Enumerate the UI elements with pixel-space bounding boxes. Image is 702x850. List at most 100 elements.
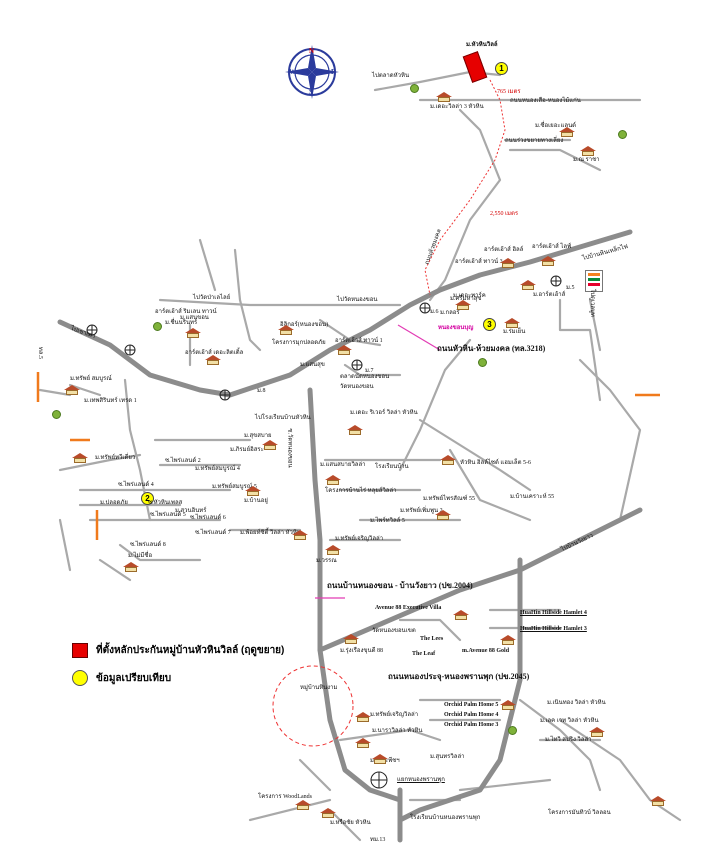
compass-rose <box>285 45 339 99</box>
label-village-68: ม.รุ่งเรืองขุนดี 88 <box>340 648 384 654</box>
label-orchid-5: Orchid Palm Home 5 <box>444 702 499 708</box>
marker-2[interactable]: 2 <box>141 492 154 505</box>
village-icon <box>343 634 359 644</box>
village-icon <box>500 635 516 645</box>
hq-label: ม.หัวหินวิลล์ <box>466 42 498 48</box>
legend-comparison-label: ข้อมูลเปรียบเทียบ <box>96 672 172 684</box>
village-icon <box>295 800 311 810</box>
legend-yellow-dot-icon <box>72 670 88 686</box>
label-village-37: ม.ภิรมย์อิสระ <box>230 447 264 453</box>
label-orchid-4: Orchid Palm Home 4 <box>444 712 499 718</box>
label-village-32: ม.ทรัพย์ สมบูรณ์ <box>70 376 112 382</box>
label-village-6: อาร์ตเฮ้าส์ ฮิลล์ <box>484 247 524 253</box>
legend-headquarters-label: ที่ตั้งหลักประกันหมู่บ้านหัวหินวิลล์ (ฤด… <box>96 645 285 656</box>
label-village-60: ม.ทรัพย์เจริญวิลล่า <box>335 536 384 542</box>
label-village-21: อาร์ตเฮ้าส์ เดอะลิตเติ้ล <box>185 350 244 356</box>
distance-1: 765 เมตร <box>497 89 521 95</box>
label-to-watpalelai: ไปวัดป่าเลไลย์ <box>193 295 231 301</box>
label-village-84: ม.หรือชัย หัวหิน <box>330 820 371 826</box>
label-avenue88-gold: m.Avenue 88 Gold <box>462 648 510 654</box>
distance-2: 2,550 เมตร <box>490 211 519 217</box>
village-icon <box>440 455 456 465</box>
label-village-59: ม.ไพร์ทวิลล์ 5 <box>370 518 405 524</box>
village-icon <box>580 146 596 156</box>
village-icon <box>205 355 221 365</box>
label-village-26: ม.แสนสุข <box>300 362 325 368</box>
label-village-71: หมู่บ้านหินงาม <box>300 685 338 691</box>
label-village-3: ม.ซื่อเยอะแลนด์ <box>535 123 577 129</box>
label-village-49: ม.พ้อยท์ซิตี้ วิลล่า หัวหิน <box>240 530 301 536</box>
label-village-79: ม.ไทวิ สปริง วิลล่า <box>545 737 592 743</box>
label-soi-5: ซ.ไพร่แลนด์ 5 <box>150 512 186 518</box>
label-village-41: ม.สวนอินทร์ <box>175 508 207 514</box>
marker-3[interactable]: 3 <box>483 318 496 331</box>
label-soi-7: ซ.ไพร่แลนด์ 7 <box>195 530 231 536</box>
village-icon <box>325 475 341 485</box>
marker-1[interactable]: 1 <box>495 62 508 75</box>
label-soi-8: ซ.ไพร่แลนด์ 8 <box>130 542 166 548</box>
label-village-12: ม.ร่มเย็น <box>503 329 526 335</box>
village-icon <box>435 510 451 520</box>
village-icon <box>559 127 575 137</box>
tree-icon <box>52 410 61 419</box>
tree-icon <box>618 130 627 139</box>
road-2004-label: ถนนบ้านหนองขอน - บ้านวังยาว (ปข.2004) <box>327 581 473 590</box>
label-orchid-3: Orchid Palm Home 3 <box>444 722 499 728</box>
village-icon <box>504 318 520 328</box>
label-village-81: ม.สุนทรวิลล่า <box>430 754 465 760</box>
tree-icon <box>153 322 162 331</box>
road-2045-label: ถนนหนองประจุ-หนองพรานพุก (ปข.2045) <box>388 672 530 681</box>
label-village-10: ม.อาร์ตเฮ้าส์ <box>533 292 566 298</box>
label-to-watnongkhon: ไปวัดหนองขอน <box>337 297 378 303</box>
label-village-55: หัวหิน ฮิลล์ไซด์ แฮมเล็ต 5-6 <box>460 460 531 466</box>
village-icon <box>72 453 88 463</box>
label-village-50: ม.ไม่มีชื่อ <box>128 553 153 559</box>
village-icon <box>500 700 516 710</box>
tree-icon <box>478 358 487 367</box>
village-icon <box>64 385 80 395</box>
label-village-8: อาร์ตเฮ้าส์ ทาวน์ 3 <box>455 259 503 265</box>
village-icon <box>325 545 341 555</box>
label-village-33: ม.เทพสิรินทร์ เทรด 1 <box>84 398 137 404</box>
label-village-17: ม.เดอะพาร์ค <box>453 293 486 299</box>
label-m7: ม.7 <box>365 368 374 374</box>
village-icon <box>262 440 278 450</box>
label-village-53: ม.แสนสบายวิลล่า <box>320 462 366 468</box>
label-village-52: ม.เดอะ ริเวอร์ วิลล่า หัวหิน <box>350 410 418 416</box>
compass-s: S <box>309 88 313 96</box>
label-village-78: ม.เลค เวท วิลล่า หัวหิน <box>540 718 599 724</box>
compass-n: N <box>309 47 315 55</box>
village-icon <box>185 328 201 338</box>
village-icon <box>455 300 471 310</box>
label-m13: ทม.13 <box>370 837 386 843</box>
label-intersection: แยกหนองพรานพุก <box>397 777 445 783</box>
tree-icon <box>410 84 419 93</box>
village-icon <box>292 530 308 540</box>
village-icon <box>355 712 371 722</box>
label-village-34: ม.ทรัพย์ทวีเดี่ยว <box>95 455 136 461</box>
label-school-ban: โรงเรียนบ้าน <box>375 464 409 470</box>
label-village-66: วัดหนองขอนเขต <box>372 628 416 634</box>
legend-headquarters: ที่ตั้งหลักประกันหมู่บ้านหัวหินวิลล์ (ฤด… <box>72 643 284 658</box>
label-soi-4: ซ.ไพร่แลนด์ 4 <box>118 482 154 488</box>
village-icon <box>453 610 469 620</box>
label-m6: ม.6 <box>430 309 439 315</box>
label-village-87: โครงการมันทิวบ์ วิลลอน <box>548 810 611 816</box>
label-village-39: ม.ทรัพย์สมบูรณ์ 5 <box>212 484 257 490</box>
label-hamlet4: HuaHin Hillside Hamlet 4 <box>520 610 587 616</box>
compass-e: E <box>331 68 336 76</box>
label-village-62: ม.วรรณ <box>316 558 337 564</box>
village-icon <box>540 256 556 266</box>
village-icon <box>520 280 536 290</box>
compass-w: W <box>289 68 296 76</box>
label-road-5: ถนนร่วงขยายทางเลี่ยง <box>505 138 564 144</box>
label-village-40: ม.บ้านอยู่ <box>244 498 268 504</box>
legend-comparison: ข้อมูลเปรียบเทียบ <box>72 670 171 686</box>
label-nongkhon: หนองขอนบุญ <box>438 325 474 331</box>
label-soi-2: ซ.ไพร่แลนด์ 2 <box>165 458 201 464</box>
village-icon <box>336 345 352 355</box>
label-hamlet3: HuaHin Hillside Hamlet 3 <box>520 626 587 632</box>
label-village-72: ม.ทรัพย์เจริญวิลล่า <box>370 712 419 718</box>
label-village-35: ม.ทรัพย์สมบูรณ์ 4 <box>195 466 240 472</box>
label-village-19: อาร์ตเฮ้าส์ ทาวน์ 1 <box>335 338 383 344</box>
